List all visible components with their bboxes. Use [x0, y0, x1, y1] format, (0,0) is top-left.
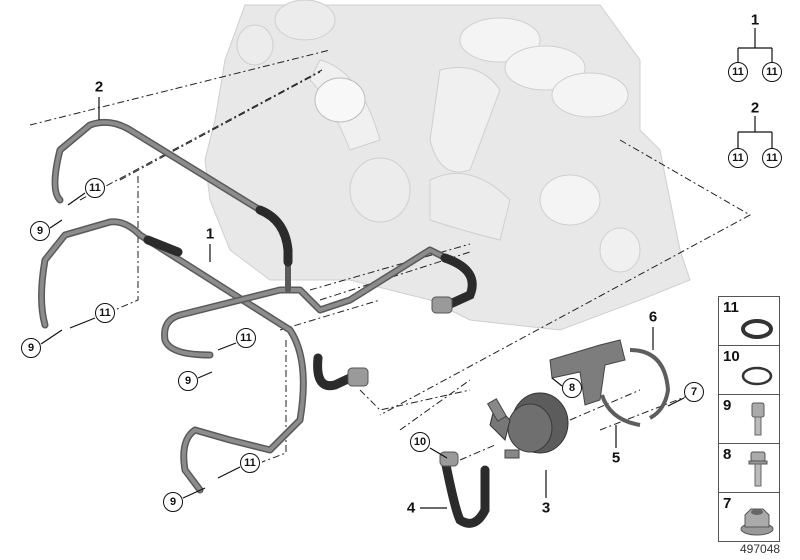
leader-lines-dashed [29, 49, 752, 463]
socket-head-bolt-icon [751, 402, 765, 436]
part-number: 11 [723, 299, 739, 316]
callout-7[interactable]: 7 [684, 382, 704, 402]
callout-4[interactable]: 4 [406, 499, 416, 517]
part-number: 9 [723, 397, 732, 414]
callout-stems [40, 97, 685, 509]
tree-child-label: 11 [728, 62, 748, 82]
callout-2[interactable]: 2 [94, 78, 104, 96]
callout-6[interactable]: 6 [648, 308, 658, 326]
callout-11[interactable]: 11 [236, 328, 256, 348]
parts-cell-flange-nut[interactable]: 7 [719, 493, 779, 541]
part-number: 7 [723, 495, 732, 512]
parts-cell-torx-bolt[interactable]: 8 [719, 444, 779, 493]
tree-connector [737, 28, 773, 62]
callout-9[interactable]: 9 [163, 492, 183, 512]
parts-cell-socket-head-bolt[interactable]: 9 [719, 395, 779, 444]
callout-11[interactable]: 11 [85, 178, 105, 198]
coolant-pipes [38, 118, 454, 494]
assembly-tree-1: 1 11 11 [717, 8, 787, 88]
tree-parent-label: 1 [750, 11, 760, 29]
o-ring-thin-icon [741, 366, 773, 386]
callout-5[interactable]: 5 [611, 449, 621, 467]
parts-cell-o-ring-thin[interactable]: 10 [719, 346, 779, 395]
rubber-hoses [143, 205, 490, 528]
tree-child-label: 11 [728, 148, 748, 168]
callout-3[interactable]: 3 [541, 499, 551, 517]
bracket-and-clamp [549, 339, 671, 427]
diagram-id-number: 497048 [740, 542, 781, 556]
callout-9[interactable]: 9 [30, 221, 50, 241]
callout-11[interactable]: 11 [240, 453, 260, 473]
callout-8[interactable]: 8 [562, 378, 582, 398]
callout-9[interactable]: 9 [21, 338, 41, 358]
tree-connector [737, 116, 773, 148]
tree-child-label: 11 [762, 62, 782, 82]
o-ring-thick-icon [741, 319, 773, 339]
assembly-tree-2: 2 11 11 [717, 96, 787, 176]
hose-connectors [347, 296, 459, 467]
callout-11[interactable]: 11 [95, 303, 115, 323]
callout-10[interactable]: 10 [410, 432, 430, 452]
engine-block-illustration [204, 0, 691, 331]
part-number: 8 [723, 446, 732, 463]
tree-child-label: 11 [762, 148, 782, 168]
flange-nut-icon [740, 508, 774, 536]
tree-parent-label: 2 [750, 99, 760, 117]
torx-bolt-icon [748, 451, 768, 487]
small-parts-panel: 11 10 9 8 7 [718, 296, 780, 542]
callout-9[interactable]: 9 [178, 371, 198, 391]
electric-water-pump [486, 392, 569, 459]
part-number: 10 [723, 348, 740, 365]
parts-cell-o-ring-thick[interactable]: 11 [719, 297, 779, 346]
callout-1[interactable]: 1 [205, 225, 215, 243]
